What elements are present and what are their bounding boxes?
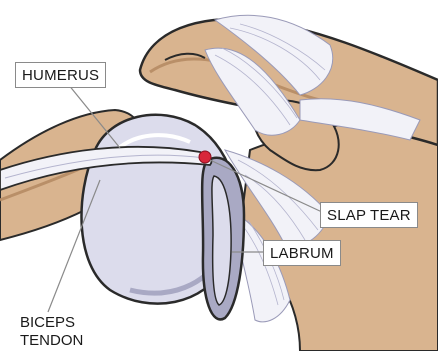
label-humerus: HUMERUS xyxy=(15,62,106,88)
label-labrum: LABRUM xyxy=(263,240,341,266)
slap-tear-marker xyxy=(199,151,211,163)
label-biceps-line2: TENDON xyxy=(18,332,85,350)
label-slap-tear: SLAP TEAR xyxy=(320,202,418,228)
label-biceps-line1: BICEPS xyxy=(18,314,77,332)
